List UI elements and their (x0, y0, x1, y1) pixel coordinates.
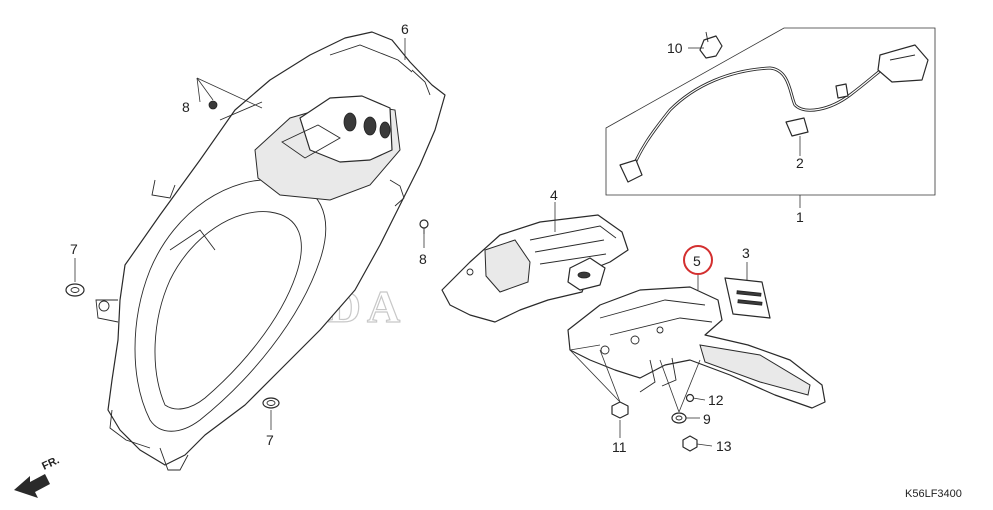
callout-3: 3 (742, 245, 750, 261)
screw-part-12 (685, 393, 695, 403)
figure-code: K56LF3400 (905, 488, 962, 500)
callout-10: 10 (667, 40, 683, 56)
plate-part-3 (724, 277, 771, 319)
callout-2: 2 (796, 155, 804, 171)
bolt-part-8-upper (208, 100, 218, 110)
callout-9: 9 (703, 411, 711, 427)
front-direction-indicator: FR. (14, 454, 61, 498)
wire-harness-part-1 (619, 44, 929, 183)
callout-8-lower: 8 (419, 251, 427, 267)
license-bracket-part-5 (567, 286, 826, 409)
callout-6: 6 (401, 21, 409, 37)
callout-7-lower: 7 (266, 432, 274, 448)
bracket-part-4 (441, 214, 629, 323)
callout-1: 1 (796, 209, 804, 225)
leader-lines (74, 38, 801, 447)
callout-12: 12 (708, 392, 724, 408)
callout-11: 11 (612, 439, 627, 455)
callout-5: 5 (693, 253, 701, 269)
callout-4: 4 (550, 187, 558, 203)
callout-8-upper: 8 (182, 99, 190, 115)
bolt-part-13 (682, 435, 698, 452)
callout-5-highlight: 5 (683, 245, 713, 275)
clip-part-10 (699, 31, 723, 59)
washer-part-9 (671, 412, 687, 424)
harness-group-box (605, 27, 936, 196)
front-label: FR. (40, 454, 61, 472)
callout-7-upper: 7 (70, 241, 78, 257)
front-arrow-icon (14, 474, 50, 498)
grommet-part-7-lower (262, 397, 280, 409)
rear-inner-fender (95, 31, 446, 471)
grommet-part-7-upper (65, 283, 85, 297)
callout-13: 13 (716, 438, 732, 454)
nut-part-11 (611, 401, 629, 419)
connector-part-2 (785, 117, 809, 137)
